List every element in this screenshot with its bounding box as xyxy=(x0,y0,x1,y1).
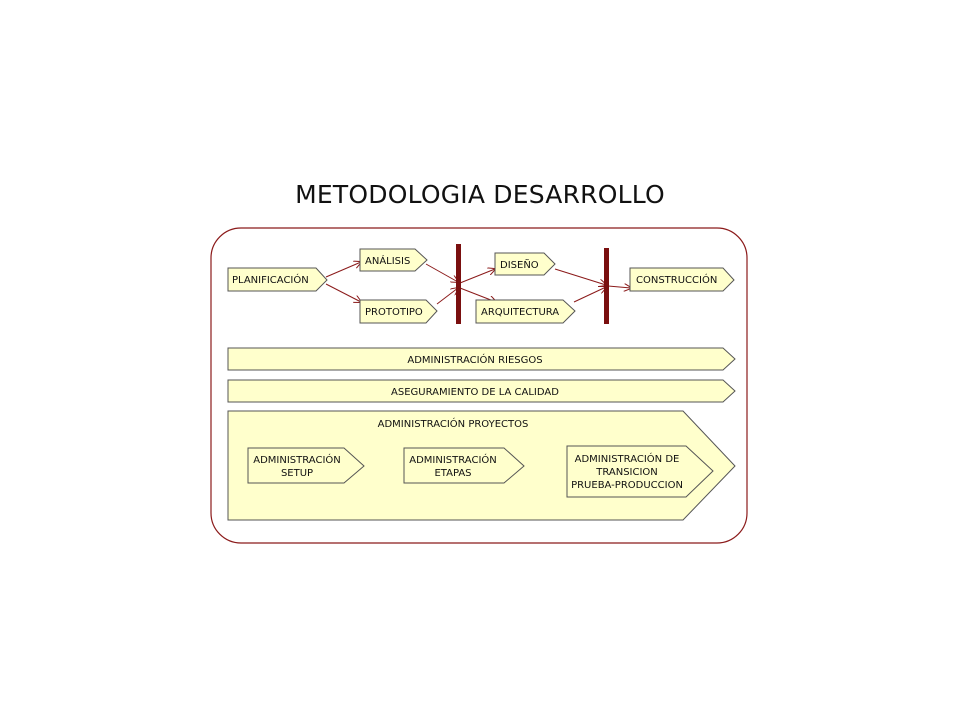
prototipo-shape xyxy=(359,299,438,324)
analisis-label: ANÁLISIS xyxy=(365,254,410,267)
diseno-label: DISEÑO xyxy=(500,258,539,271)
riesgos-band xyxy=(227,347,736,371)
setup-label-line2: SETUP xyxy=(281,468,313,479)
etapas-label-line1: ADMINISTRACIÓN xyxy=(409,453,497,466)
proyectos-label: ADMINISTRACIÓN PROYECTOS xyxy=(378,417,529,430)
transicion-label-line2: TRANSICION xyxy=(595,467,658,478)
prototipo-label: PROTOTIPO xyxy=(365,307,423,318)
planificacion-shape xyxy=(227,267,328,292)
flow-connectors xyxy=(325,262,631,305)
diagram-title: METODOLOGIA DESARROLLO xyxy=(295,180,665,209)
connector-sync-construccion xyxy=(607,286,631,288)
sync-bar-1 xyxy=(456,244,461,324)
construccion-label: CONSTRUCCIÓN xyxy=(636,273,717,286)
arquitectura-shape xyxy=(475,299,576,324)
transicion-label-line1: ADMINISTRACIÓN DE xyxy=(575,452,680,465)
analisis-shape xyxy=(359,248,428,272)
setup-label-line1: ADMINISTRACIÓN xyxy=(253,453,341,466)
riesgos-label: ADMINISTRACIÓN RIESGOS xyxy=(407,353,542,366)
connector-sync-diseno xyxy=(459,269,495,284)
connector-arquitectura-sync xyxy=(573,287,606,303)
transicion-label-line3: PRUEBA-PRODUCCION xyxy=(571,480,683,491)
transicion-shape xyxy=(566,445,714,498)
sync-bar-2 xyxy=(604,248,609,324)
calidad-band xyxy=(227,379,736,403)
construccion-shape xyxy=(629,267,735,292)
etapas-shape xyxy=(403,447,525,484)
etapas-label-line2: ETAPAS xyxy=(434,468,471,479)
planificacion-label: PLANIFICACIÓN xyxy=(232,273,309,286)
connector-analisis-sync xyxy=(425,263,458,282)
connector-planificacion-analisis xyxy=(325,262,361,278)
calidad-label: ASEGURAMIENTO DE LA CALIDAD xyxy=(391,387,559,398)
arquitectura-label: ARQUITECTURA xyxy=(481,307,559,318)
connector-planificacion-prototipo xyxy=(325,283,361,302)
diseno-shape xyxy=(494,252,556,276)
connector-diseno-sync xyxy=(554,268,606,285)
setup-shape xyxy=(247,447,365,484)
connector-prototipo-sync xyxy=(436,288,458,305)
